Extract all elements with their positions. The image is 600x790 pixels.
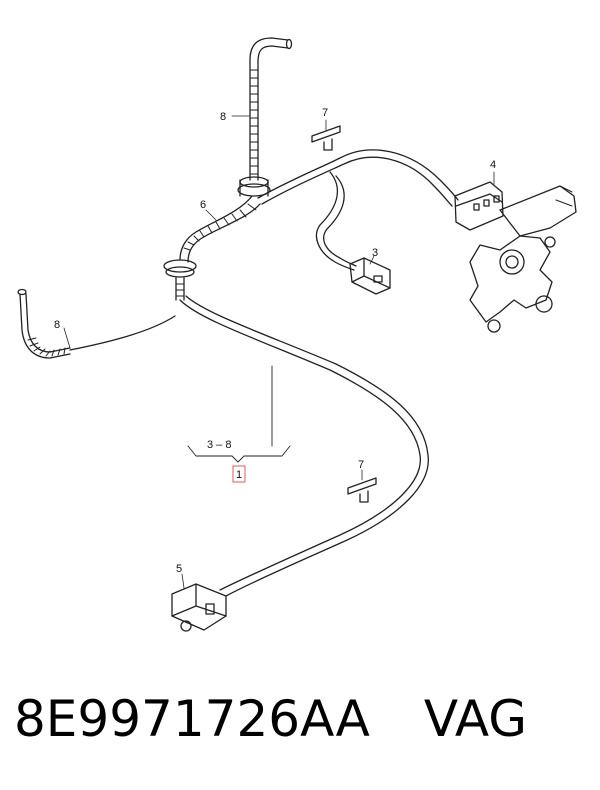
- callout-8-lower: 8: [54, 319, 60, 331]
- wiring-harness-diagram: 8 7 4 6 3 8 3 – 8 1 7 5: [17, 37, 577, 632]
- connector-3: [349, 257, 391, 295]
- connector-5: [171, 583, 227, 632]
- part-number: 8E9971726AA: [14, 690, 370, 748]
- leader-lines: [63, 115, 495, 589]
- part-number-footer: 8E9971726AA VAG: [14, 690, 594, 770]
- wiper-motor-assembly: [469, 185, 577, 333]
- upper-harness-cable: [257, 149, 459, 207]
- callout-7-upper: 7: [322, 107, 328, 119]
- callout-7-lower: 7: [358, 459, 364, 471]
- callout-range: 3 – 8: [207, 439, 231, 451]
- callout-1-box: [232, 465, 246, 483]
- grommet-upper: [237, 176, 271, 197]
- range-bracket: [187, 365, 291, 463]
- clip-7-lower: [347, 477, 377, 503]
- callout-6: 6: [200, 199, 206, 211]
- clip-7-upper: [311, 125, 341, 151]
- connector-4: [454, 181, 504, 231]
- callout-8-upper: 8: [220, 111, 226, 123]
- corrugated-tube-upper: [249, 37, 293, 181]
- brand-label: VAG: [423, 690, 527, 748]
- grommet-lower: [163, 259, 197, 301]
- branch-cable-3: [315, 171, 357, 271]
- corrugated-tube-lower: [17, 288, 176, 359]
- callout-4: 4: [490, 159, 496, 171]
- main-harness-cable: [179, 295, 429, 597]
- callout-1: 1: [236, 469, 242, 481]
- callout-3: 3: [372, 247, 378, 259]
- corrugated-tube-6: [179, 195, 261, 263]
- callout-5: 5: [176, 563, 182, 575]
